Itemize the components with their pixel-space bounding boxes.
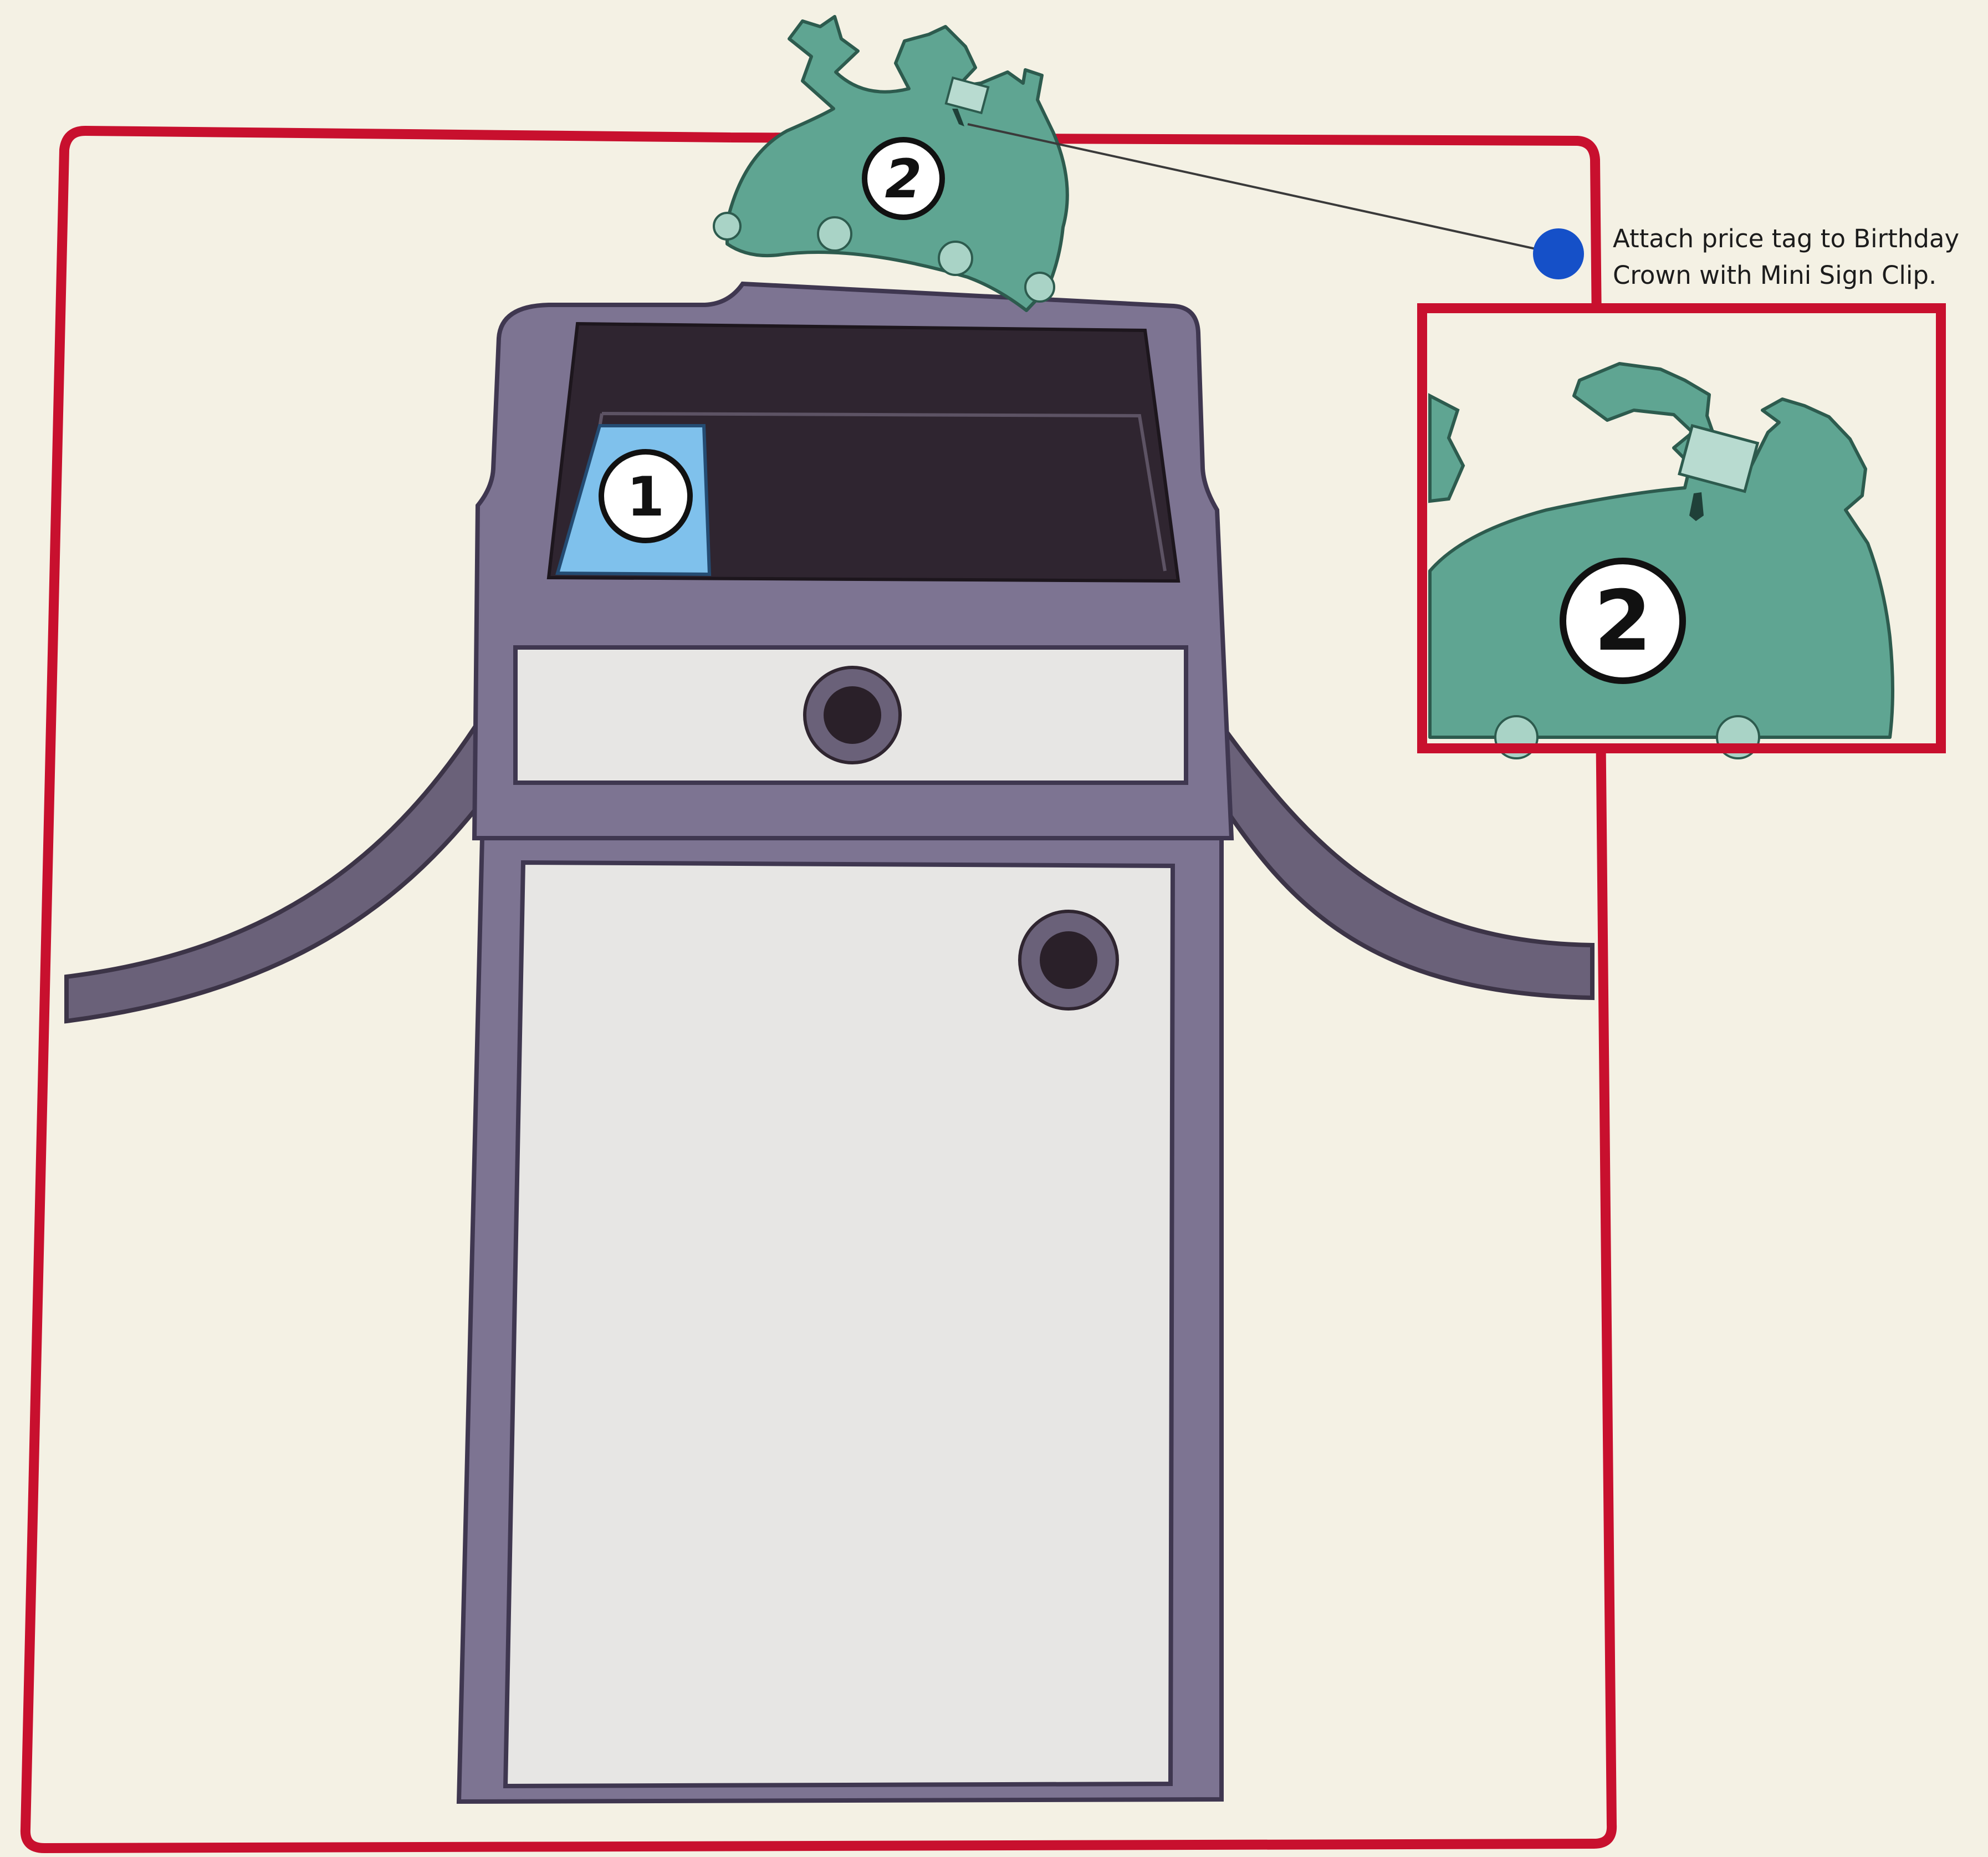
crown-marker-circle bbox=[862, 137, 945, 220]
cabinet-door bbox=[503, 860, 1176, 1789]
callout-line-2: Crown with Mini Sign Clip. bbox=[1613, 261, 1937, 290]
fixture-marker-circle bbox=[599, 449, 693, 543]
display-frame bbox=[20, 126, 1617, 1853]
zoom-inset: 2 bbox=[1417, 303, 1946, 759]
drawer-knob-inner bbox=[824, 686, 881, 744]
zoom-marker-label: 2 bbox=[1594, 573, 1652, 670]
zoom-crown bbox=[1428, 362, 1894, 739]
right-hose bbox=[1218, 716, 1595, 1001]
crown-price-tag bbox=[944, 76, 990, 115]
callout-dot-icon bbox=[1533, 228, 1584, 279]
crown-jewel bbox=[1024, 272, 1055, 303]
zoom-marker-circle bbox=[1560, 558, 1686, 684]
zoom-price-tag bbox=[1678, 424, 1760, 493]
bin-inner-back-edge bbox=[601, 412, 1167, 572]
fixture-marker-label: 1 bbox=[627, 466, 665, 529]
zoom-crown-left-edge bbox=[1428, 393, 1465, 503]
crown-jewel bbox=[817, 216, 852, 252]
crown-jewel bbox=[713, 212, 742, 241]
callout-instruction: Attach price tag to Birthday Crown with … bbox=[1613, 221, 1985, 294]
crown-jewel bbox=[938, 241, 973, 276]
left-hose bbox=[64, 718, 478, 1024]
zoom-sign-clip bbox=[1689, 492, 1704, 521]
crown-marker-label: 2 bbox=[885, 148, 922, 210]
callout-leader-line bbox=[967, 123, 1559, 255]
zoom-inset-frame bbox=[1417, 303, 1946, 753]
cabinet-knob-inner bbox=[1040, 931, 1097, 989]
callout-line-1: Attach price tag to Birthday bbox=[1613, 224, 1960, 253]
mini-sign-clip-icon bbox=[952, 109, 964, 126]
